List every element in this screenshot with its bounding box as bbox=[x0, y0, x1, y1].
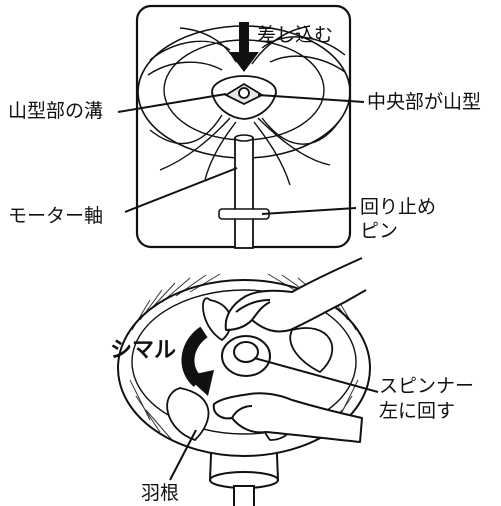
leader-shaft bbox=[124, 167, 238, 213]
stop-pin-label-line1: 回り止め bbox=[360, 196, 437, 218]
center-mountain-label: 中央部が山型 bbox=[367, 91, 482, 113]
stop-pin-label-line2: ピン bbox=[360, 220, 399, 242]
spinner bbox=[221, 335, 271, 377]
blade-label: 羽根 bbox=[141, 482, 180, 504]
insert-label: 差し込む bbox=[257, 24, 334, 46]
motor-shaft bbox=[218, 134, 270, 249]
tighten-rotation-arrow-icon bbox=[181, 326, 214, 396]
motor-shaft-label: モーター軸 bbox=[8, 205, 104, 227]
leader-center bbox=[257, 94, 365, 103]
upper-hand bbox=[224, 257, 367, 333]
tighten-label: シマル bbox=[110, 338, 177, 363]
fan-illustration bbox=[117, 257, 371, 506]
leader-blade bbox=[169, 429, 197, 481]
spinner-label-line2: 左に回す bbox=[379, 400, 456, 422]
spinner-label-line1: スピンナー bbox=[379, 375, 475, 397]
insert-arrow-icon bbox=[229, 22, 259, 72]
leader-pin bbox=[261, 207, 357, 215]
leader-groove bbox=[117, 93, 227, 113]
mountain-groove-label: 山型部の溝 bbox=[8, 100, 104, 122]
lower-hand bbox=[212, 392, 363, 443]
leader-spinner bbox=[253, 357, 379, 393]
